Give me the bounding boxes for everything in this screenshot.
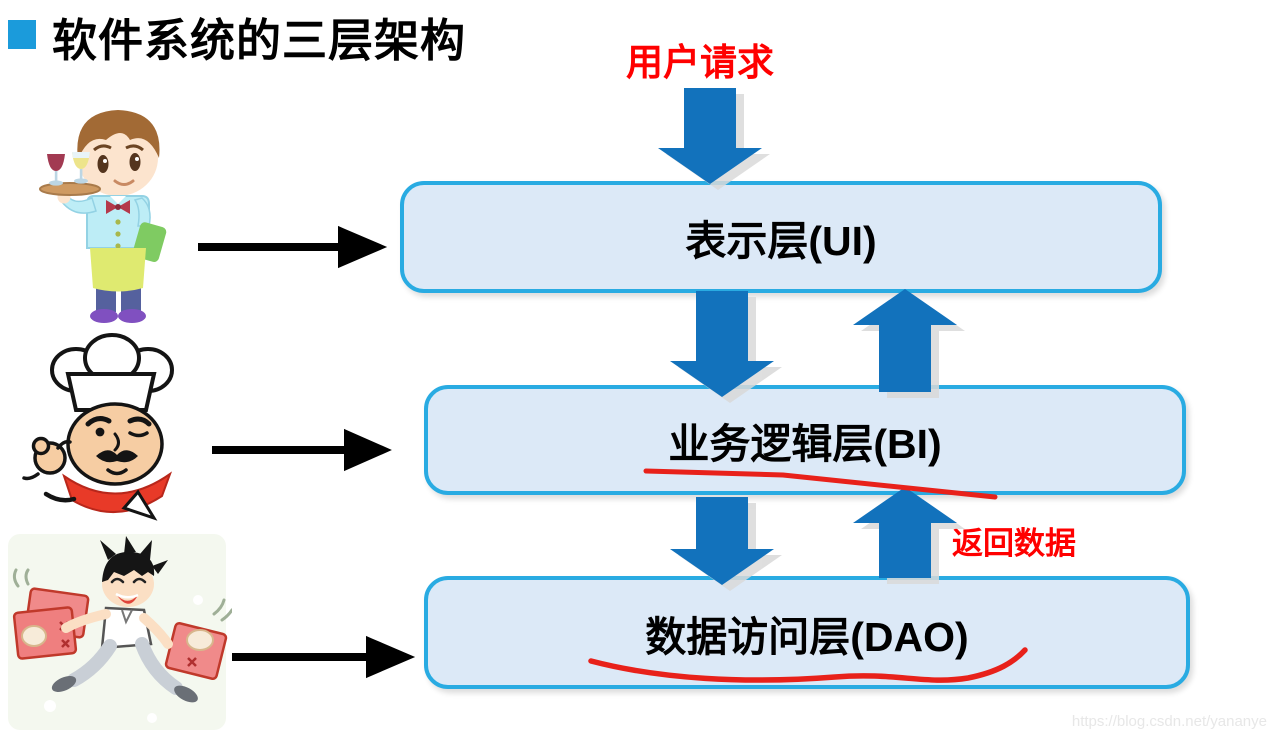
user-request-label: 用户请求 (626, 42, 774, 83)
ui-to-bi-down-arrow (670, 291, 774, 397)
dao-to-bi-up-arrow (853, 487, 957, 578)
user-request-down-arrow (658, 88, 762, 184)
business-logic-layer-label: 业务逻辑层(BI) (668, 421, 942, 467)
return-data-label: 返回数据 (952, 526, 1076, 561)
title-bullet-icon (8, 20, 36, 49)
page-title: 软件系统的三层架构 (52, 15, 467, 66)
presentation-layer-box: 表示层(UI) (400, 181, 1162, 293)
data-access-layer-label: 数据访问层(DAO) (645, 613, 969, 660)
data-access-layer-box: 数据访问层(DAO) (424, 576, 1190, 689)
running-deliveryman-illustration (8, 534, 232, 730)
presentation-layer-label: 表示层(UI) (685, 218, 877, 264)
bi-to-ui-up-arrow (853, 289, 957, 392)
chef-illustration (22, 333, 174, 521)
watermark: https://blog.csdn.net/yananye (1071, 713, 1267, 730)
bi-to-dao-down-arrow (670, 497, 774, 585)
waiter-illustration (39, 110, 167, 323)
business-logic-layer-box: 业务逻辑层(BI) (424, 385, 1186, 495)
